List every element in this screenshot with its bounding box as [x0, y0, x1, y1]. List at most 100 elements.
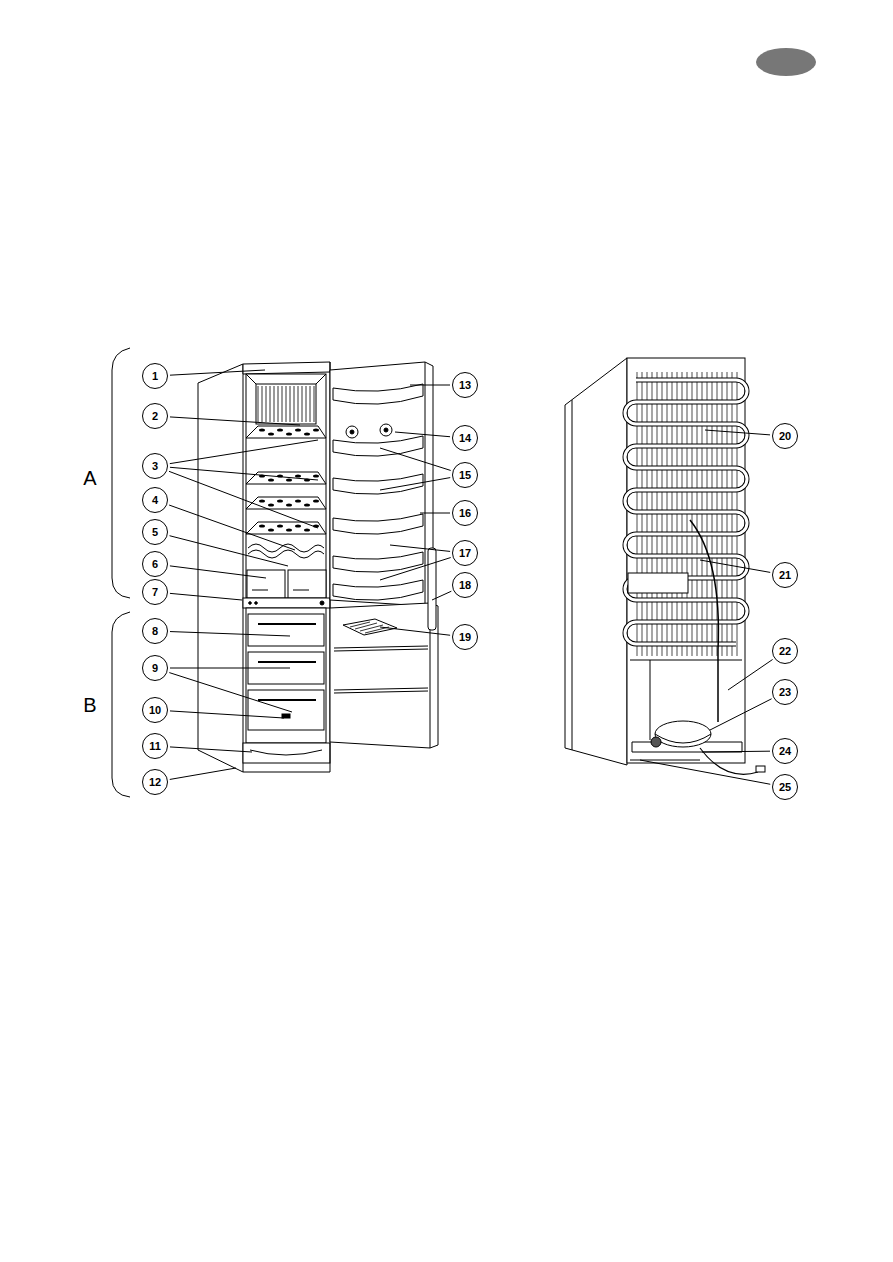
leader-line	[705, 430, 770, 435]
condenser	[625, 372, 747, 656]
glass-shelf	[277, 524, 283, 527]
fridge-front-view	[258, 699, 316, 701]
glass-shelf	[286, 432, 292, 435]
rear-wall-ribs	[290, 386, 291, 422]
leader-line	[380, 627, 450, 635]
rating-plate	[628, 573, 688, 593]
door-bin	[333, 552, 423, 572]
glass-shelf	[268, 432, 274, 435]
glass-shelf	[268, 528, 274, 531]
leader-line	[420, 513, 450, 514]
section-bracket	[112, 612, 130, 797]
glass-shelf	[286, 528, 292, 531]
callout-circle: 15	[452, 462, 478, 488]
fridge-front-view	[198, 362, 438, 772]
leader-line	[710, 699, 772, 730]
glass-shelf	[304, 503, 310, 506]
callout-circle: 21	[772, 562, 798, 588]
fridge-front-view	[293, 590, 309, 591]
leader-line	[432, 591, 451, 600]
leader-line	[700, 560, 770, 572]
door-bin	[333, 384, 423, 404]
leader-line	[380, 448, 451, 470]
fridge-rear-view	[630, 660, 742, 661]
fridge-front-view	[250, 750, 322, 755]
section-bracket	[112, 348, 130, 797]
leader-line	[410, 385, 450, 386]
pipe	[690, 520, 718, 722]
section-bracket	[112, 348, 130, 598]
fridge-front-view	[243, 772, 330, 773]
callout-circle: 2	[142, 403, 168, 429]
callout-number: 4	[152, 495, 158, 506]
leader-line	[728, 659, 773, 690]
callout-circle: 25	[772, 774, 798, 800]
crisper-drawer	[288, 570, 326, 598]
leader-line	[170, 536, 288, 566]
leader-line	[380, 558, 451, 580]
callout-circle: 14	[452, 425, 478, 451]
fridge-front-view	[320, 601, 324, 605]
callout-number: 5	[152, 527, 158, 538]
leader-line	[170, 370, 265, 375]
leader-line	[395, 432, 450, 437]
callout-circle: 7	[142, 579, 168, 605]
fridge-rear-view	[572, 400, 573, 750]
callout-circle: 6	[142, 551, 168, 577]
callout-circle: 19	[452, 624, 478, 650]
fridge-front-view	[334, 688, 428, 690]
door-bin	[333, 580, 423, 600]
leader-line	[170, 593, 242, 600]
fridge-front-view	[380, 424, 392, 436]
callout-circle: 10	[142, 697, 168, 723]
callout-number: 7	[152, 587, 158, 598]
callout-number: 8	[152, 626, 158, 637]
callout-circle: 16	[452, 500, 478, 526]
door-bin	[333, 514, 423, 534]
door-bin	[333, 474, 423, 494]
glass-shelf	[313, 428, 319, 431]
callout-circle: 3	[142, 453, 168, 479]
callout-circle: 12	[142, 769, 168, 795]
fridge-front-view	[350, 430, 354, 434]
rear-wall-ribs	[258, 386, 259, 422]
glass-shelf	[295, 428, 301, 431]
callout-circle: 1	[142, 363, 168, 389]
door-bin	[333, 436, 423, 456]
rear-wall-ribs	[310, 386, 311, 422]
fridge-rear-view	[627, 358, 745, 763]
bottle-rack	[248, 550, 324, 558]
callout-number: 10	[149, 705, 161, 716]
glass-shelf	[246, 497, 326, 509]
glass-shelf	[304, 432, 310, 435]
fridge-front-view	[256, 384, 316, 424]
glass-shelf	[259, 524, 265, 527]
glass-shelf	[259, 499, 265, 502]
fridge-front-view	[249, 602, 252, 605]
fridge-front-view	[384, 428, 388, 432]
callout-number: 22	[779, 646, 791, 657]
fridge-rear-view	[565, 358, 627, 765]
fridge-front-view	[258, 661, 316, 663]
language-badge	[756, 48, 816, 76]
glass-shelf	[246, 522, 326, 534]
fridge-front-view	[246, 374, 326, 598]
rear-wall-ribs	[282, 386, 283, 422]
kick-plate	[243, 743, 330, 763]
callout-number: 6	[152, 559, 158, 570]
leader-line	[170, 566, 266, 578]
callout-circle: 17	[452, 540, 478, 566]
leader-lines	[169, 370, 773, 784]
glass-shelf	[286, 478, 292, 481]
fridge-door	[330, 362, 433, 606]
glass-shelf	[277, 428, 283, 431]
fridge-front-view	[198, 364, 243, 772]
leader-line	[169, 505, 295, 550]
glass-shelf	[268, 503, 274, 506]
condenser	[625, 380, 747, 644]
section-letter: B	[83, 695, 96, 715]
crisper-drawer	[247, 570, 285, 598]
glass-shelf	[277, 499, 283, 502]
